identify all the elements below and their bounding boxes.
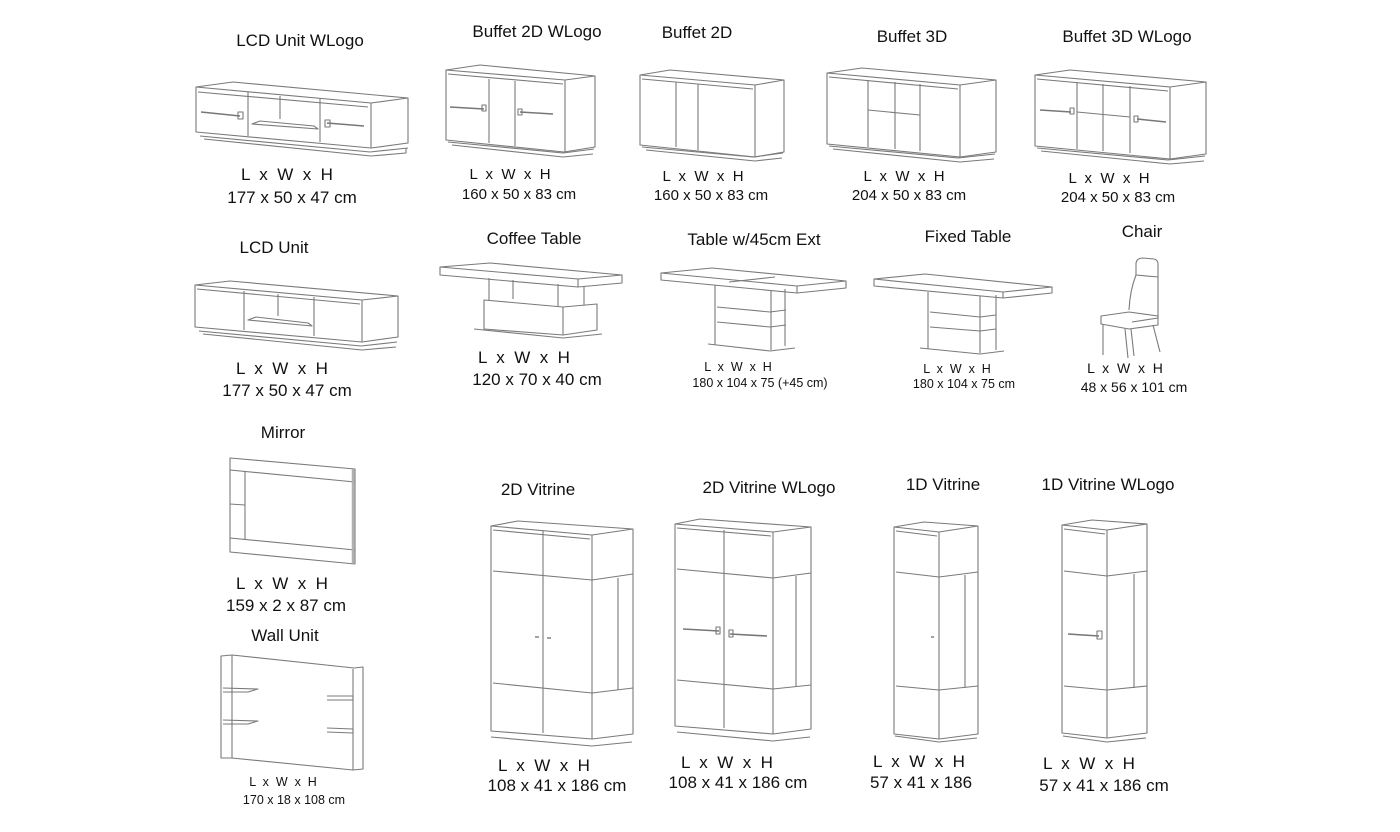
dims-header: L x W x H — [478, 348, 570, 367]
item-title: Buffet 2D WLogo — [472, 22, 602, 41]
item-title: Fixed Table — [924, 227, 1012, 246]
dims-header: L x W x H — [863, 168, 945, 185]
item-title: 1D Vitrine WLogo — [1041, 475, 1175, 494]
dims-header: L x W x H — [662, 168, 744, 185]
wall-unit-drawing-icon — [220, 654, 364, 771]
item-title: LCD Unit WLogo — [236, 31, 364, 50]
buffet-3d-drawing-icon — [826, 67, 997, 163]
buffet-2d-drawing-icon — [639, 69, 785, 162]
vitrine-1d-drawing-icon — [893, 521, 979, 743]
fixed-table-drawing-icon — [873, 273, 1053, 355]
vitrine-1d-wlogo-drawing-icon — [1061, 519, 1148, 743]
vitrine-2d-wlogo-drawing-icon — [674, 518, 812, 742]
dims-header: L x W x H — [469, 166, 551, 183]
dims-header: L x W x H — [1087, 360, 1163, 376]
lcd-unit-wlogo-drawing-icon — [195, 81, 409, 157]
dims-value: 180 x 104 x 75 (+45 cm) — [692, 376, 828, 390]
dims-value: 159 x 2 x 87 cm — [225, 596, 347, 615]
dims-header: L x W x H — [236, 574, 328, 593]
item-title: 1D Vitrine — [905, 475, 981, 494]
dims-header: L x W x H — [923, 362, 991, 376]
dims-value: 108 x 41 x 186 cm — [668, 773, 808, 792]
item-title: Mirror — [260, 423, 306, 442]
item-title: Wall Unit — [251, 626, 319, 645]
item-title: Buffet 2D — [661, 23, 733, 42]
lcd-unit-drawing-icon — [194, 280, 399, 351]
dims-value: 57 x 41 x 186 cm — [1039, 776, 1169, 795]
dims-value: 180 x 104 x 75 cm — [912, 377, 1016, 391]
dims-header: L x W x H — [498, 756, 590, 775]
buffet-2d-wlogo-drawing-icon — [445, 64, 596, 158]
dims-value: 177 x 50 x 47 cm — [222, 381, 352, 400]
dims-value: 160 x 50 x 83 cm — [461, 186, 577, 203]
item-title: Chair — [1121, 222, 1163, 241]
dims-value: 120 x 70 x 40 cm — [472, 370, 602, 389]
dims-header: L x W x H — [236, 359, 328, 378]
dims-header: L x W x H — [1068, 170, 1150, 187]
chair-drawing-icon — [1100, 257, 1161, 359]
dims-value: 170 x 18 x 108 cm — [242, 793, 346, 807]
dims-header: L x W x H — [873, 752, 965, 771]
dims-header: L x W x H — [249, 775, 317, 789]
dims-value: 177 x 50 x 47 cm — [227, 188, 357, 207]
dims-value: 204 x 50 x 83 cm — [1060, 189, 1176, 206]
item-title: Coffee Table — [486, 229, 582, 248]
item-title: Buffet 3D — [876, 27, 948, 46]
dims-header: L x W x H — [704, 360, 772, 374]
mirror-drawing-icon — [229, 457, 356, 565]
item-title: LCD Unit — [239, 238, 309, 257]
dims-value: 57 x 41 x 186 — [869, 773, 973, 792]
coffee-table-drawing-icon — [439, 262, 623, 339]
dims-value: 204 x 50 x 83 cm — [851, 187, 967, 204]
table-ext-drawing-icon — [660, 267, 847, 352]
buffet-3d-wlogo-drawing-icon — [1034, 69, 1207, 165]
dims-value: 48 x 56 x 101 cm — [1080, 379, 1188, 395]
dims-value: 108 x 41 x 186 cm — [487, 776, 627, 795]
dims-header: L x W x H — [681, 753, 773, 772]
vitrine-2d-drawing-icon — [490, 520, 634, 747]
dims-header: L x W x H — [241, 165, 333, 184]
item-title: Buffet 3D WLogo — [1062, 27, 1192, 46]
dims-value: 160 x 50 x 83 cm — [653, 187, 769, 204]
dims-header: L x W x H — [1043, 754, 1135, 773]
item-title: Table w/45cm Ext — [687, 230, 821, 249]
item-title: 2D Vitrine WLogo — [702, 478, 836, 497]
item-title: 2D Vitrine — [500, 480, 576, 499]
